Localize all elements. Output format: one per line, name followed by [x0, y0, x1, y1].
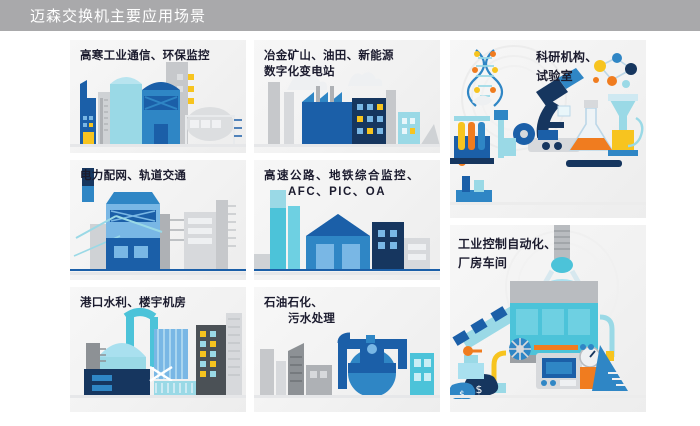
- panel-label-power-rail: 电力配网、轨道交通: [80, 170, 187, 182]
- panel-petro-sewage[interactable]: 石油石化、 污水处理: [254, 287, 440, 412]
- industrial-automation-illustration: $ $: [450, 225, 646, 400]
- panel-power-rail[interactable]: 电力配网、轨道交通: [70, 160, 246, 280]
- panel-label-industrial-automation: 工业控制自动化、 厂房车间: [458, 237, 557, 270]
- highway-metro-illustration: [254, 190, 440, 275]
- panel-label-metallurgy-mining: 冶金矿山、油田、新能源 数字化变电站: [264, 50, 394, 78]
- page-header: 迈森交换机主要应用场景: [0, 0, 700, 31]
- panel-cold-industrial[interactable]: 高寒工业通信、环保监控: [70, 40, 246, 153]
- flask-icon: [568, 100, 614, 151]
- panel-label-petro-sewage: 石油石化、 污水处理: [264, 297, 336, 325]
- burner-icon: [472, 95, 516, 158]
- port-building-illustration: [70, 308, 246, 398]
- petro-sewage-illustration: [254, 332, 440, 398]
- research-lab-illustration: [450, 45, 646, 205]
- page-title: 迈森交换机主要应用场景: [30, 8, 207, 25]
- conveyor-icon: [452, 303, 524, 349]
- microscope-icon: [513, 68, 584, 152]
- panel-port-building[interactable]: 港口水利、楼宇机房: [70, 287, 246, 412]
- money-bag-icon: $ $: [450, 355, 499, 400]
- power-rail-illustration: [70, 168, 246, 275]
- panel-metallurgy-mining[interactable]: 冶金矿山、油田、新能源 数字化变电站: [254, 40, 440, 153]
- molecule-icon: [593, 53, 637, 88]
- panel-label-cold-industrial: 高寒工业通信、环保监控: [80, 50, 210, 62]
- panel-highway-metro[interactable]: 高速公路、地铁综合监控、 AFC、PIC、OA: [254, 160, 440, 280]
- panel-label-highway-metro: 高速公路、地铁综合监控、 AFC、PIC、OA: [264, 170, 420, 198]
- svg-text:$: $: [476, 383, 483, 396]
- cold-industrial-illustration: [70, 62, 246, 147]
- beaker-icon: [608, 94, 644, 156]
- test-tube-rack-icon: [450, 116, 494, 166]
- metallurgy-mining-illustration: [254, 72, 440, 147]
- scenario-grid: 高寒工业通信、环保监控: [70, 40, 646, 412]
- panel-label-port-building: 港口水利、楼宇机房: [80, 297, 187, 309]
- panel-research-lab[interactable]: 科研机构、 试验室: [450, 40, 646, 218]
- dna-helix-icon: [466, 49, 504, 107]
- panel-label-research-lab: 科研机构、 试验室: [536, 50, 598, 83]
- panel-industrial-automation[interactable]: $ $ 工业控制自动化、 厂房车间: [450, 225, 646, 412]
